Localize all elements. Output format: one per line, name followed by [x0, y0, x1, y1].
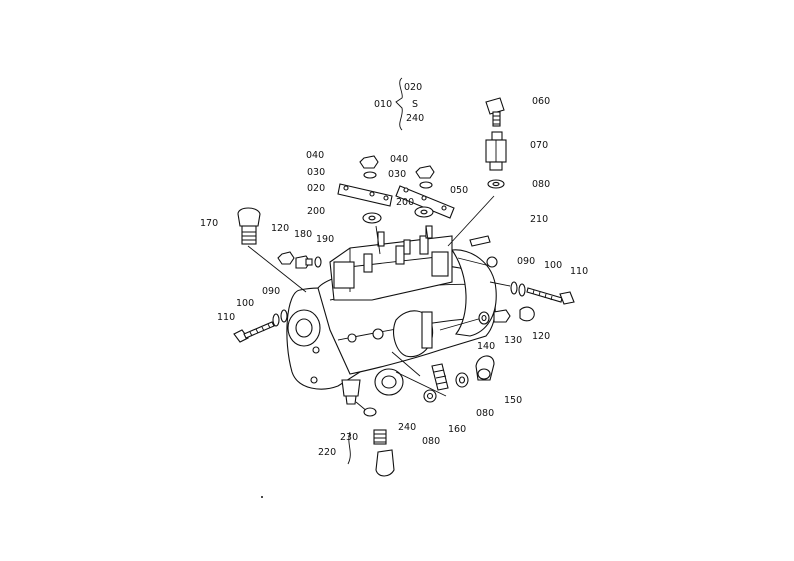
part-050-plate: [395, 185, 455, 219]
label-150: 150: [504, 395, 522, 406]
part-030-washer-right: [419, 181, 433, 189]
part-100-washer-left: [272, 313, 280, 327]
label-160: 160: [448, 424, 466, 435]
part-240-spring: [373, 429, 387, 445]
label-080-mid: 080: [476, 408, 494, 419]
part-090-washer-left: [280, 309, 288, 323]
label-120-right: 120: [532, 331, 550, 342]
part-120-nut-left: [277, 251, 295, 265]
label-220: 220: [318, 447, 336, 458]
label-040-right: 040: [390, 154, 408, 165]
label-230: 230: [340, 432, 358, 443]
label-100-right: 100: [544, 260, 562, 271]
label-110-left: 110: [217, 312, 235, 323]
part-180-fitting: [295, 255, 313, 269]
part-130-fitting: [493, 309, 511, 323]
label-180: 180: [294, 229, 312, 240]
label-range-separator: S: [412, 99, 418, 110]
part-030-washer-left: [363, 171, 377, 179]
label-110-right: 110: [570, 266, 588, 277]
label-170: 170: [200, 218, 218, 229]
part-100-washer-right: [518, 283, 526, 297]
part-040-nut-left: [359, 155, 379, 169]
label-080-bottom: 080: [422, 436, 440, 447]
label-080-top: 080: [532, 179, 550, 190]
part-190-washer: [314, 256, 322, 268]
part-200-washer-left: [362, 212, 382, 224]
label-210: 210: [530, 214, 548, 225]
leader-lines: [247, 77, 511, 465]
part-150-banjo: [475, 355, 495, 381]
label-060: 060: [532, 96, 550, 107]
label-200-right: 200: [396, 197, 414, 208]
part-200-washer-right: [414, 206, 434, 218]
pump-body: [286, 225, 498, 405]
part-160-bolt: [431, 363, 449, 391]
label-050: 050: [450, 185, 468, 196]
part-080-washer-bottom: [423, 389, 437, 403]
part-230-washer: [363, 407, 377, 417]
label-030-right: 030: [388, 169, 406, 180]
label-020-plate: 020: [307, 183, 325, 194]
label-090-right: 090: [517, 256, 535, 267]
label-040-left: 040: [306, 150, 324, 161]
label-240-range-end: 240: [406, 113, 424, 124]
part-070-delivery-valve-holder: [485, 131, 507, 171]
label-070: 070: [530, 140, 548, 151]
part-120-cap-right: [519, 306, 535, 322]
part-220-cap-nut: [375, 449, 395, 477]
label-030-left: 030: [307, 167, 325, 178]
part-080-washer-mid: [455, 372, 469, 388]
label-020-range-start: 020: [404, 82, 422, 93]
part-170-plug: [237, 207, 261, 245]
part-210-key: [469, 235, 491, 247]
part-labels: 010 020 S 240 060 070 080 040 030 020 20…: [200, 82, 588, 458]
label-120-left: 120: [271, 223, 289, 234]
part-080-washer-top: [487, 179, 505, 189]
label-240-spring: 240: [398, 422, 416, 433]
label-200-left: 200: [307, 206, 325, 217]
part-140-washer: [478, 311, 490, 325]
part-040-nut-right: [415, 165, 435, 179]
label-140: 140: [477, 341, 495, 352]
part-110-bolt-left: [233, 321, 275, 343]
part-090-washer-right: [510, 281, 518, 295]
label-090-left: 090: [262, 286, 280, 297]
part-020-plate: [337, 183, 393, 207]
label-100-left: 100: [236, 298, 254, 309]
part-110-bolt-right: [526, 287, 575, 305]
label-190: 190: [316, 234, 334, 245]
part-060-banjo-bolt: [485, 97, 505, 127]
label-130: 130: [504, 335, 522, 346]
label-010: 010: [374, 99, 392, 110]
